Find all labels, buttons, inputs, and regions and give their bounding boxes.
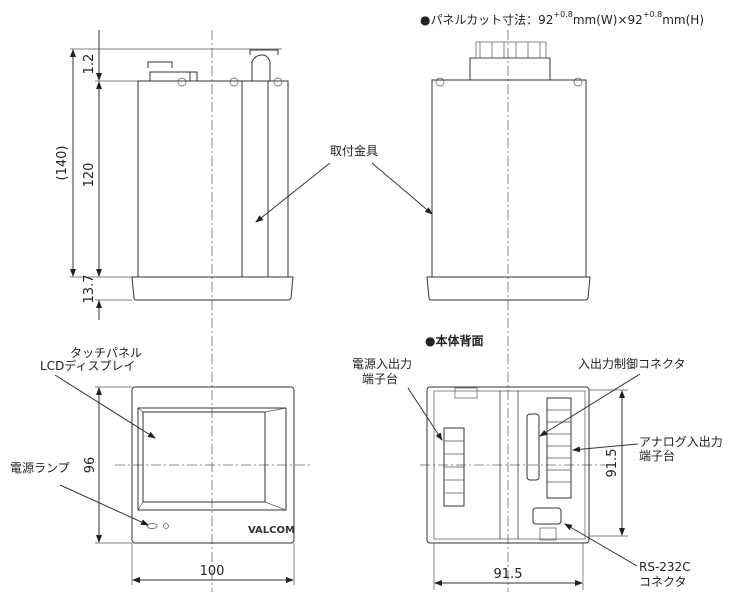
io-connector: [526, 413, 540, 481]
dim-body: 120: [82, 163, 97, 188]
dim-total: (140): [55, 146, 70, 181]
rs232c-connector: [532, 507, 562, 525]
front-dim-width: 100: [200, 564, 225, 579]
front-view: VALCOM 96 100: [83, 386, 295, 585]
power-lamp-label: 電源ランプ: [10, 461, 70, 475]
side-view: (140) 1.2 120 13.7: [55, 30, 294, 320]
rear-view-title: ●本体背面: [425, 333, 483, 348]
analog-terminal-block: [546, 397, 572, 499]
rear-view: [426, 386, 590, 544]
lcd-label: LCDディスプレイ: [40, 358, 135, 373]
analog-terminal-label-2: 端子台: [639, 448, 675, 463]
brand-logo: VALCOM: [248, 525, 295, 536]
lcd-screen: [137, 407, 287, 511]
dim-bezel: 13.7: [82, 275, 97, 304]
rear-dim-height: 91.5: [605, 449, 620, 478]
bracket-label: 取付金具: [330, 143, 378, 158]
rs232c-label-1: RS-232C: [639, 560, 691, 574]
dim-top: 1.2: [82, 54, 97, 75]
front-dim-height: 96: [83, 457, 98, 474]
power-terminal-label-2: 端子台: [362, 371, 398, 386]
power-terminal-label-1: 電源入出力: [352, 357, 412, 371]
power-lamp: [146, 523, 158, 529]
panel-cut-spec: ●パネルカット寸法：92+0.8mm(W)×92+0.8mm(H): [420, 10, 704, 27]
io-connector-label: 入出力制御コネクタ: [578, 356, 686, 371]
rs232c-label-2: コネクタ: [639, 575, 687, 589]
top-view: [426, 41, 591, 301]
touch-panel-label: タッチパネル: [70, 346, 142, 360]
analog-terminal-label-1: アナログ入出力: [639, 435, 723, 449]
rear-dim-width: 91.5: [494, 567, 523, 582]
